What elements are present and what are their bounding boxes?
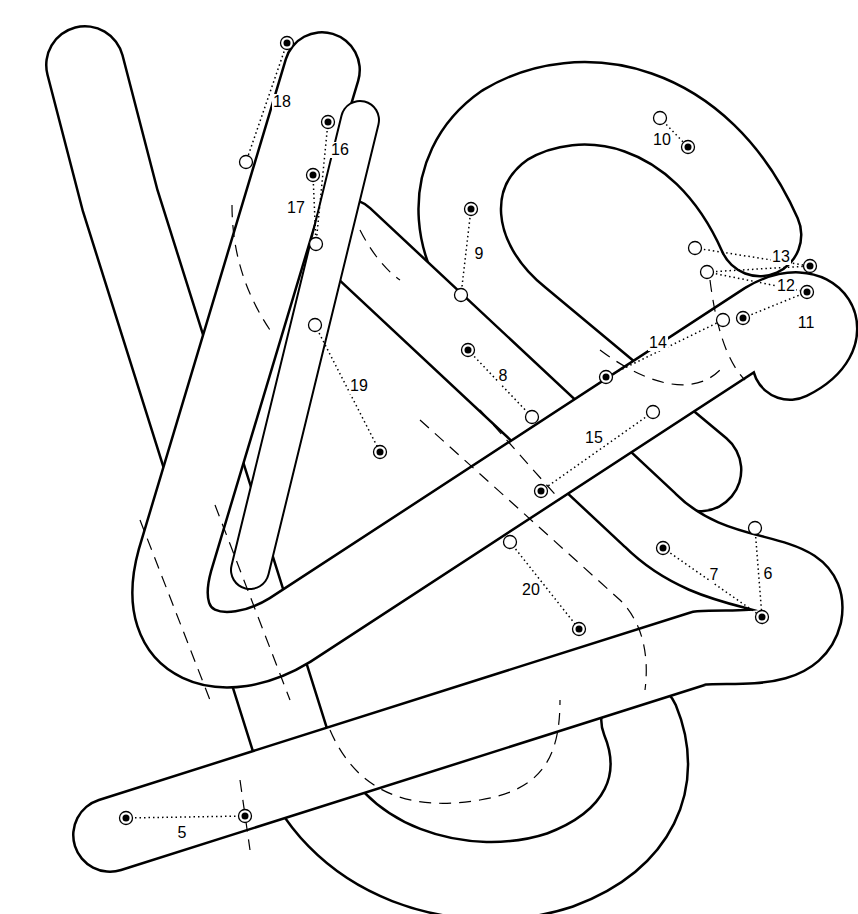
callout-number: 18 bbox=[272, 94, 292, 110]
callout-number: 15 bbox=[584, 430, 604, 446]
callout-number: 11 bbox=[797, 315, 816, 331]
callout-number: 7 bbox=[709, 567, 720, 583]
callout-number: 9 bbox=[474, 246, 485, 262]
callout-number: 8 bbox=[498, 368, 509, 384]
callout-number: 10 bbox=[652, 132, 672, 148]
callout-number: 16 bbox=[330, 142, 350, 158]
callout-number: 6 bbox=[763, 566, 774, 582]
callout-number: 13 bbox=[771, 249, 791, 265]
callout-number: 5 bbox=[177, 825, 188, 841]
callout-number: 12 bbox=[776, 278, 796, 294]
callout-number: 17 bbox=[286, 200, 306, 216]
callout-number: 14 bbox=[648, 335, 668, 351]
callout-number: 19 bbox=[349, 378, 369, 394]
callout-number: 20 bbox=[521, 582, 541, 598]
